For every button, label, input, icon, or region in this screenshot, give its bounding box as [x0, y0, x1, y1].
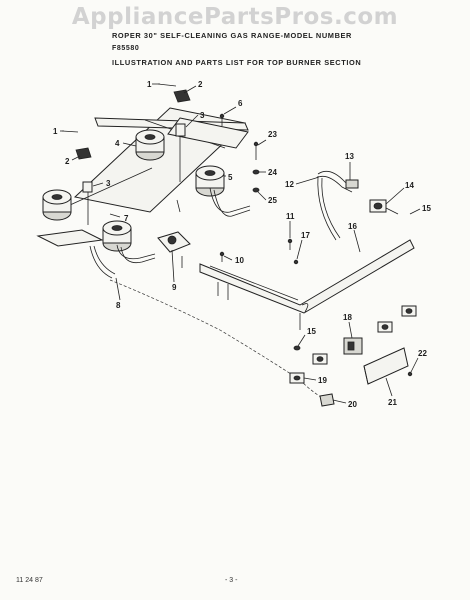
- callout-9: 9: [172, 283, 177, 292]
- valve-front: [312, 353, 328, 365]
- callout-14: 14: [405, 181, 414, 190]
- fitting-13: [345, 179, 359, 189]
- callout-15a: 15: [422, 204, 431, 213]
- valve-mid-right: [377, 321, 393, 333]
- callout-1a: 1: [147, 80, 152, 89]
- burner-frame: [36, 107, 249, 247]
- pressure-regulator-9: [157, 231, 191, 268]
- callout-2b: 2: [65, 157, 70, 166]
- bracket-21: [363, 347, 409, 385]
- callout-24: 24: [268, 168, 277, 177]
- footer-date: 11 24 87: [16, 577, 43, 584]
- orifice-20: [319, 393, 335, 407]
- manifold-16: [199, 239, 415, 330]
- callout-3a: 3: [200, 111, 205, 120]
- header-model-number: F85580: [112, 45, 140, 52]
- header-model-title: ROPER 30" SELF-CLEANING GAS RANGE-MODEL …: [112, 31, 352, 40]
- screw-10: [219, 251, 225, 262]
- valve-14: [369, 199, 399, 215]
- switch-18: [343, 337, 363, 355]
- callout-17: 17: [301, 231, 310, 240]
- callout-23: 23: [268, 130, 277, 139]
- callout-11: 11: [286, 212, 295, 221]
- callout-25: 25: [268, 196, 277, 205]
- leader-lines: [60, 83, 421, 404]
- callout-1b: 1: [53, 127, 58, 136]
- callout-12: 12: [285, 180, 294, 189]
- spud-15: [293, 345, 301, 351]
- screws-11-17: [287, 238, 299, 265]
- callout-6: 6: [238, 99, 243, 108]
- burner-tubes: [89, 187, 251, 279]
- header-section-title: ILLUSTRATION AND PARTS LIST FOR TOP BURN…: [112, 58, 362, 67]
- watermark: AppliancePartsPros.com: [71, 4, 399, 30]
- callout-16: 16: [348, 222, 357, 231]
- callout-5: 5: [228, 173, 233, 182]
- gas-line-12: [315, 170, 356, 241]
- callout-22: 22: [418, 349, 427, 358]
- callout-21: 21: [388, 398, 397, 407]
- callout-4: 4: [115, 139, 120, 148]
- screw-22: [407, 371, 413, 377]
- callout-8: 8: [116, 301, 121, 310]
- callout-15b: 15: [307, 327, 316, 336]
- callout-13: 13: [345, 152, 354, 161]
- callout-labels: 1 2 3 6 1 2 3 4 23 24 5 25 13 12 14 15 1…: [53, 80, 431, 409]
- footer-page-number: - 3 -: [225, 577, 238, 584]
- callout-20: 20: [348, 400, 357, 409]
- callout-2a: 2: [198, 80, 203, 89]
- callout-3b: 3: [106, 179, 111, 188]
- valve-rear-right: [401, 305, 417, 317]
- callout-10: 10: [235, 256, 244, 265]
- igniter-assembly-top: [157, 83, 191, 213]
- burner-front-left: [42, 189, 72, 221]
- burner-rear-left: [135, 129, 165, 161]
- callout-19: 19: [318, 376, 327, 385]
- wire-route-dashed: [109, 279, 331, 403]
- burner-rear-right: [195, 165, 225, 197]
- callout-7: 7: [124, 214, 129, 223]
- burner-front-right: [102, 220, 132, 252]
- callout-18: 18: [343, 313, 352, 322]
- fitting-19: [289, 372, 305, 384]
